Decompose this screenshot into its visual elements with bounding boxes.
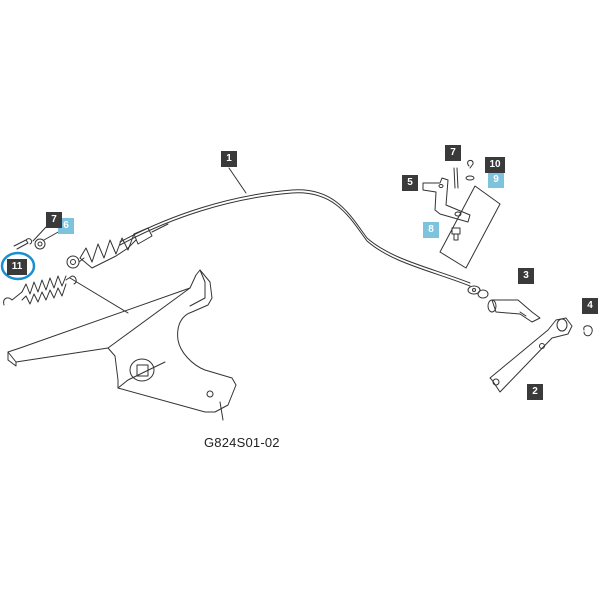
callout-10: 10 [485,157,505,173]
cable-end-right [467,285,489,299]
washer [34,238,46,250]
lever-arm [489,317,573,393]
callout-11: 11 [7,259,27,275]
retaining-clip [467,159,474,169]
leader-line-bracket [219,401,224,421]
callout-8: 8 [423,222,439,238]
leader-line-6 [43,230,61,241]
callout-2: 2 [527,384,543,400]
callout-4: 4 [582,298,598,314]
callout-7-left: 7 [46,212,62,228]
drawing-code: G824S01-02 [204,435,280,450]
leader-line-right-bracket [439,185,501,269]
callout-6: 6 [58,218,74,234]
mounting-bracket-left [7,269,237,413]
bolt [451,227,461,241]
callout-3: 3 [518,268,534,284]
leader-line-spring [69,277,129,314]
control-cable [119,189,471,284]
callout-1: 1 [221,151,237,167]
callout-5: 5 [402,175,418,191]
mounting-bracket-right [422,177,471,223]
clevis-pin [487,299,541,323]
callout-7-right: 7 [445,145,461,161]
e-clip [583,325,593,337]
clip-pin [13,238,33,250]
small-washer [465,175,475,181]
tension-spring [3,275,77,306]
split-pin [453,167,459,189]
leader-line-7a [32,225,48,242]
callout-9: 9 [488,172,504,188]
leader-line-1 [228,167,247,194]
cable-end-left [66,255,85,269]
cable-boot [79,223,169,269]
highlight-ring [0,251,36,281]
